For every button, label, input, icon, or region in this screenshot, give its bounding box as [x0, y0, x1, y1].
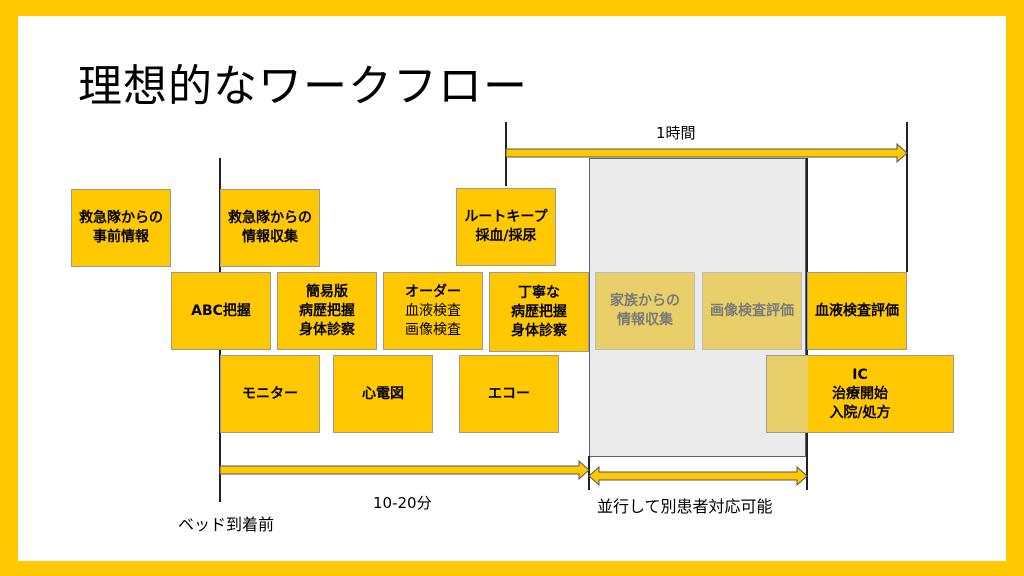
box-line: 採血/採尿 — [475, 228, 537, 244]
box-line: 画像検査評価 — [710, 302, 794, 319]
duration-arrow — [219, 459, 590, 481]
box-line: 丁寧な — [518, 284, 560, 301]
box-monitor: モニター — [220, 355, 320, 433]
box-line: 心電図 — [362, 385, 404, 402]
box-echo: エコー — [459, 355, 559, 433]
before-bed-label: ベッド到着前 — [178, 515, 275, 534]
box-line: ABC把握 — [191, 302, 251, 319]
box-line: 救急隊からの — [228, 210, 312, 226]
box-ic-treatment: IC 治療開始入院/処方 — [766, 355, 954, 433]
box-line: 身体診察 — [511, 322, 567, 339]
box-line: 治療開始 — [832, 385, 888, 402]
box-brief-history: 簡易版病歴把握身体診察 — [277, 272, 377, 350]
box-line: 情報収集 — [617, 312, 673, 328]
box-line: モニター — [242, 385, 298, 402]
box-ems-info: 救急隊からの情報収集 — [220, 189, 320, 267]
parallel-label: 並行して別患者対応可能 — [597, 497, 773, 516]
box-ecg: 心電図 — [333, 355, 433, 433]
box-imaging-eval: 画像検査評価 — [702, 272, 802, 350]
duration-label: 10-20分 — [373, 494, 432, 512]
box-route-keep: ルートキープ採血/採尿 — [456, 188, 556, 266]
box-abc: ABC把握 — [171, 272, 271, 350]
box-line: オーダー — [405, 283, 461, 300]
box-order: オーダー血液検査画像検査 — [383, 272, 483, 350]
box-line: 血液検査 — [405, 302, 461, 319]
box-line: 情報収集 — [242, 229, 298, 245]
box-prehospital-info: 救急隊からの事前情報 — [71, 189, 171, 267]
one-hour-arrow — [505, 142, 908, 164]
box-line: ルートキープ — [464, 209, 548, 225]
box-line: IC — [852, 366, 868, 383]
box-line: 事前情報 — [93, 229, 149, 245]
box-line: 入院/処方 — [829, 404, 891, 421]
slide-title: 理想的なワークフロー — [78, 61, 528, 112]
box-line: 救急隊からの — [79, 210, 163, 226]
box-line: 血液検査評価 — [815, 302, 899, 319]
box-blood-eval: 血液検査評価 — [807, 272, 907, 350]
box-line: 画像検査 — [405, 321, 461, 338]
one-hour-label: 1時間 — [656, 124, 696, 142]
box-line: 簡易版 — [306, 283, 348, 300]
box-line: 身体診察 — [299, 321, 355, 338]
box-line: 病歴把握 — [511, 303, 567, 320]
box-line: 病歴把握 — [299, 302, 355, 319]
box-careful-history: 丁寧な病歴把握身体診察 — [489, 272, 589, 352]
box-line: エコー — [488, 385, 530, 402]
parallel-double-arrow — [588, 465, 808, 487]
box-line: 家族からの — [610, 293, 680, 309]
box-family-info: 家族からの情報収集 — [595, 272, 695, 350]
